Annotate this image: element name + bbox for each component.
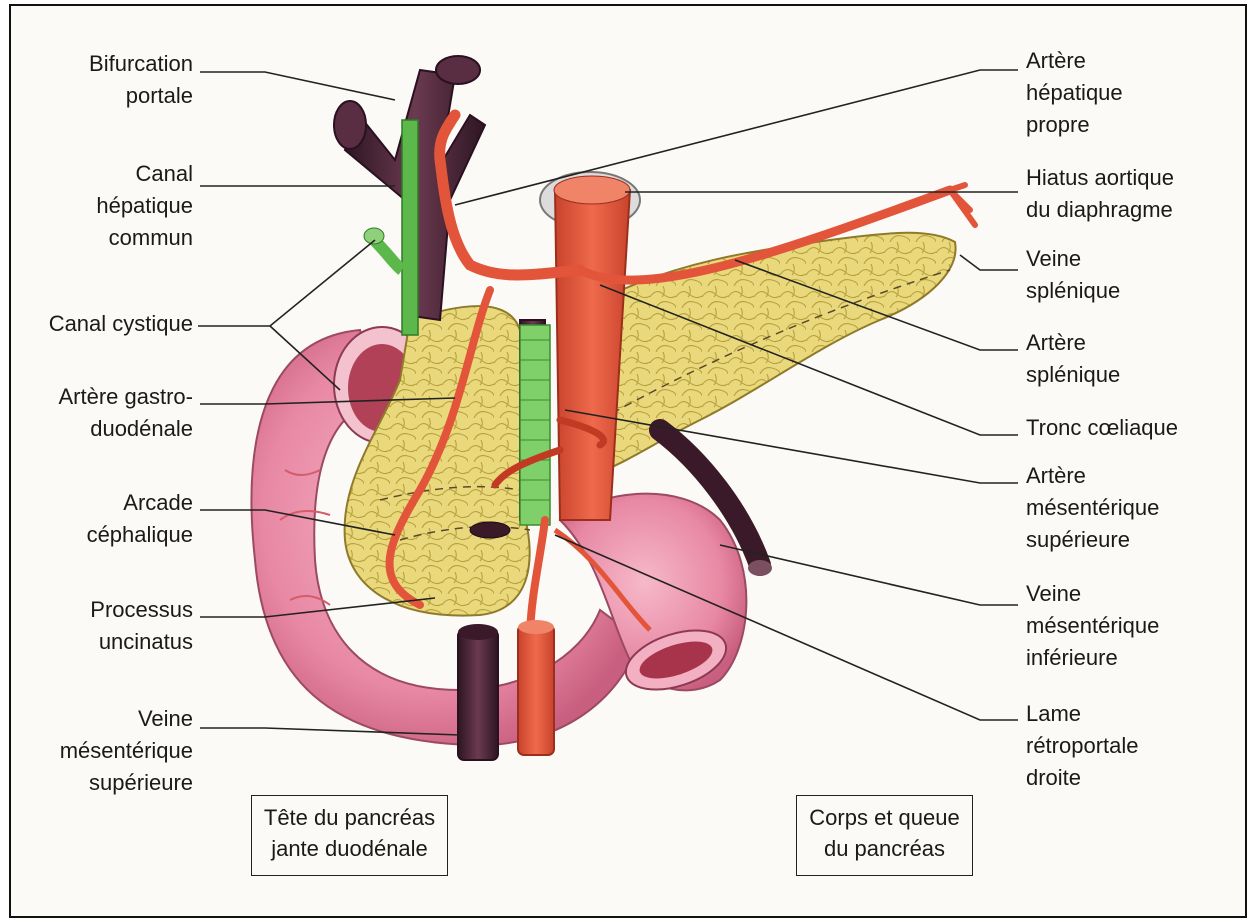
label-line: propre (1026, 109, 1123, 141)
label-line: Artère gastro- (59, 381, 194, 413)
lame-retroportale (520, 325, 550, 525)
label-veine-mesenterique-superieure: Veine mésentérique supérieure (60, 703, 193, 799)
label-processus-uncinatus: Processus uncinatus (90, 594, 193, 658)
label-line: Artère (1026, 45, 1123, 77)
label-line: supérieure (1026, 524, 1159, 556)
label-line: hépatique (1026, 77, 1123, 109)
label-line: inférieure (1026, 642, 1159, 674)
label-line: hépatique (96, 190, 193, 222)
label-line: Processus (90, 594, 193, 626)
label-line: mésentérique (1026, 610, 1159, 642)
label-line: Tronc cœliaque (1026, 412, 1178, 444)
label-arcade-cephalique: Arcade céphalique (87, 487, 193, 551)
label-line: Artère (1026, 327, 1120, 359)
label-line: Veine (1026, 243, 1120, 275)
label-line: splénique (1026, 275, 1120, 307)
label-line: splénique (1026, 359, 1120, 391)
label-line: Arcade (87, 487, 193, 519)
box-tete-du-pancreas: Tête du pancréas jante duodénale (251, 795, 448, 876)
label-canal-hepatique-commun: Canal hépatique commun (96, 158, 193, 254)
label-artere-hepatique-propre: Artère hépatique propre (1026, 45, 1123, 141)
box-line: Corps et queue (797, 802, 972, 833)
label-line: commun (96, 222, 193, 254)
label-canal-cystique: Canal cystique (49, 308, 193, 340)
label-line: Canal (96, 158, 193, 190)
label-bifurcation-portale: Bifurcation portale (89, 48, 193, 112)
label-artere-mesenterique-superieure: Artère mésentérique supérieure (1026, 460, 1159, 556)
label-line: mésentérique (60, 735, 193, 767)
label-line: mésentérique (1026, 492, 1159, 524)
box-line: jante duodénale (252, 833, 447, 864)
label-artere-splenique: Artère splénique (1026, 327, 1120, 391)
label-line: Artère (1026, 460, 1159, 492)
label-line: Canal cystique (49, 308, 193, 340)
label-line: Lame (1026, 698, 1139, 730)
label-lame-retroportale-droite: Lame rétroportale droite (1026, 698, 1139, 794)
label-line: Bifurcation (89, 48, 193, 80)
label-line: duodénale (59, 413, 194, 445)
label-line: Hiatus aortique (1026, 162, 1174, 194)
label-veine-splenique: Veine splénique (1026, 243, 1120, 307)
box-line: Tête du pancréas (252, 802, 447, 833)
label-line: rétroportale (1026, 730, 1139, 762)
label-line: supérieure (60, 767, 193, 799)
label-veine-mesenterique-inferieure: Veine mésentérique inférieure (1026, 578, 1159, 674)
label-hiatus-aortique: Hiatus aortique du diaphragme (1026, 162, 1174, 226)
label-line: Veine (1026, 578, 1159, 610)
label-line: uncinatus (90, 626, 193, 658)
label-line: Veine (60, 703, 193, 735)
label-line: céphalique (87, 519, 193, 551)
label-line: du diaphragme (1026, 194, 1174, 226)
label-line: portale (89, 80, 193, 112)
box-line: du pancréas (797, 833, 972, 864)
label-artere-gastroduodenale: Artère gastro- duodénale (59, 381, 194, 445)
box-corps-et-queue: Corps et queue du pancréas (796, 795, 973, 876)
label-tronc-coeliaque: Tronc cœliaque (1026, 412, 1178, 444)
label-line: droite (1026, 762, 1139, 794)
